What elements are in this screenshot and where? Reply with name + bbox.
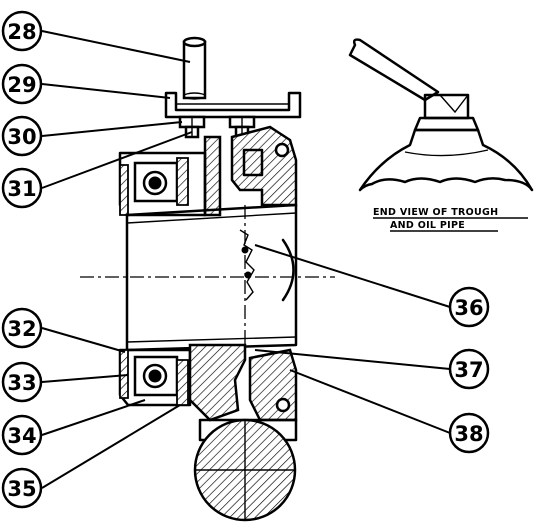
hub-detail (239, 229, 255, 301)
callout-32: 32 (1, 307, 43, 349)
callout-28: 28 (1, 10, 43, 52)
oil-pipe (182, 36, 207, 100)
callout-34-label: 34 (7, 424, 36, 448)
central-hub (125, 203, 298, 352)
callout-35-label: 35 (7, 477, 36, 501)
main-section-view (80, 36, 335, 522)
leader-lines (41, 30, 451, 489)
callout-33: 33 (1, 361, 43, 403)
callout-32-label: 32 (7, 317, 36, 341)
callout-29-label: 29 (7, 73, 36, 97)
callout-36: 36 (448, 286, 490, 328)
callout-37: 37 (448, 348, 490, 390)
bearing-housing-upper (118, 151, 207, 217)
callout-30: 30 (1, 115, 43, 157)
callout-31-label: 31 (7, 177, 36, 201)
callout-37-label: 37 (454, 358, 483, 382)
end-view-caption-line1: END VIEW OF TROUGH (373, 207, 498, 218)
callout-33-label: 33 (7, 371, 36, 395)
lower-housing (188, 343, 298, 442)
bottom-shaft-section (193, 418, 297, 522)
callout-36-label: 36 (454, 296, 483, 320)
end-view-caption-line2: AND OIL PIPE (390, 220, 465, 231)
callout-29: 29 (1, 63, 43, 105)
oil-trough (164, 91, 302, 119)
end-view-trough (348, 38, 534, 192)
callout-35: 35 (1, 467, 43, 509)
callout-28-label: 28 (7, 20, 36, 44)
upper-housing (203, 125, 298, 217)
callout-38-label: 38 (454, 422, 483, 446)
callout-31: 31 (1, 167, 43, 209)
callout-38: 38 (448, 412, 490, 454)
bearing-housing-lower (118, 348, 192, 407)
callout-30-label: 30 (7, 125, 36, 149)
callout-34: 34 (1, 414, 43, 456)
